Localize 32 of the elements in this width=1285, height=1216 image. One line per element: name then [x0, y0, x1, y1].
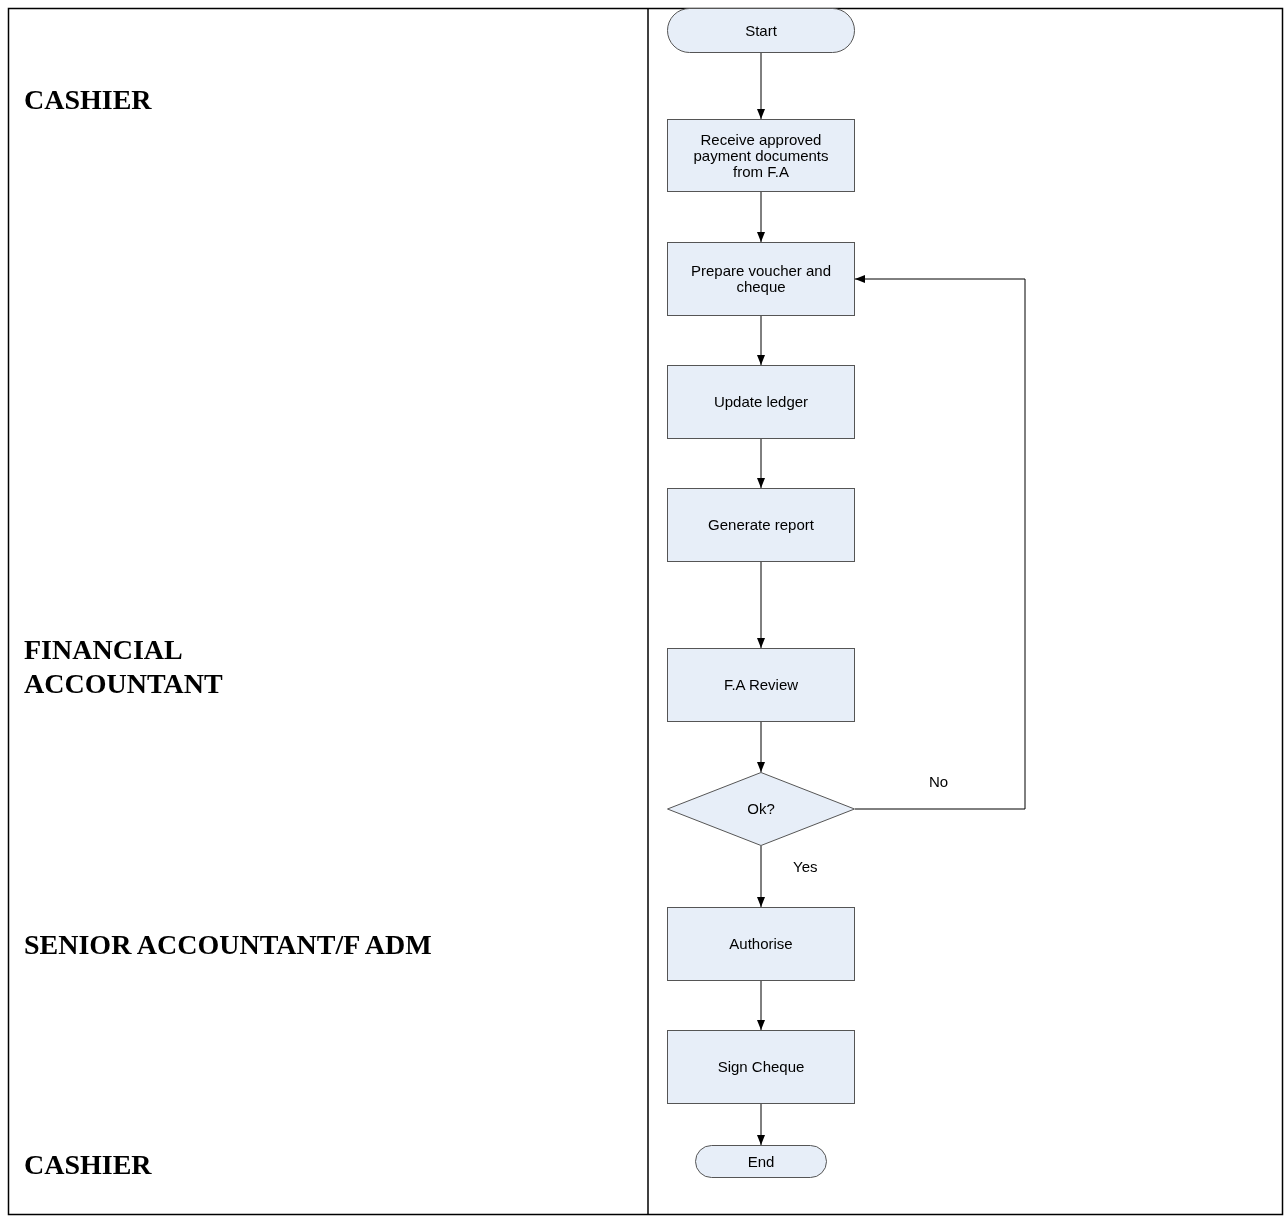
process-box: [667, 242, 855, 316]
arrow: [757, 1103, 765, 1146]
arrow: [757, 315, 765, 366]
lane-label: FINANCIAL ACCOUNTANT: [24, 633, 224, 701]
arrow: [854, 275, 1026, 810]
node-text: Ok?: [746, 801, 776, 817]
lane-label: SENIOR ACCOUNTANT/F ADM: [24, 928, 432, 962]
node-text: Authorise: [728, 936, 794, 952]
process-box: [667, 365, 855, 439]
arrow: [757, 721, 765, 773]
arrow: [757, 438, 765, 489]
node-text: Receive approved payment documents from F.A: [692, 131, 830, 180]
node-text: Generate report: [707, 517, 815, 533]
node-text: F.A Review: [722, 677, 800, 693]
node-text: Start: [744, 22, 778, 39]
node-text: Sign Cheque: [716, 1059, 806, 1075]
arrow: [757, 845, 765, 908]
process-box: [667, 488, 855, 562]
arrow: [757, 52, 765, 120]
lane-label: CASHIER: [24, 83, 152, 117]
decision-diamond: [667, 772, 855, 846]
process-box: [667, 119, 855, 192]
process-box: [667, 1030, 855, 1104]
process-box: [667, 648, 855, 722]
node-text: End: [746, 1153, 776, 1170]
arrow: [757, 980, 765, 1031]
process-box: [667, 907, 855, 981]
node-text: Update ledger: [712, 394, 810, 410]
arrow: [757, 561, 765, 649]
arrow: [757, 191, 765, 243]
node-text: Prepare voucher and cheque: [689, 263, 833, 295]
lane-label: CASHIER: [24, 1148, 152, 1182]
